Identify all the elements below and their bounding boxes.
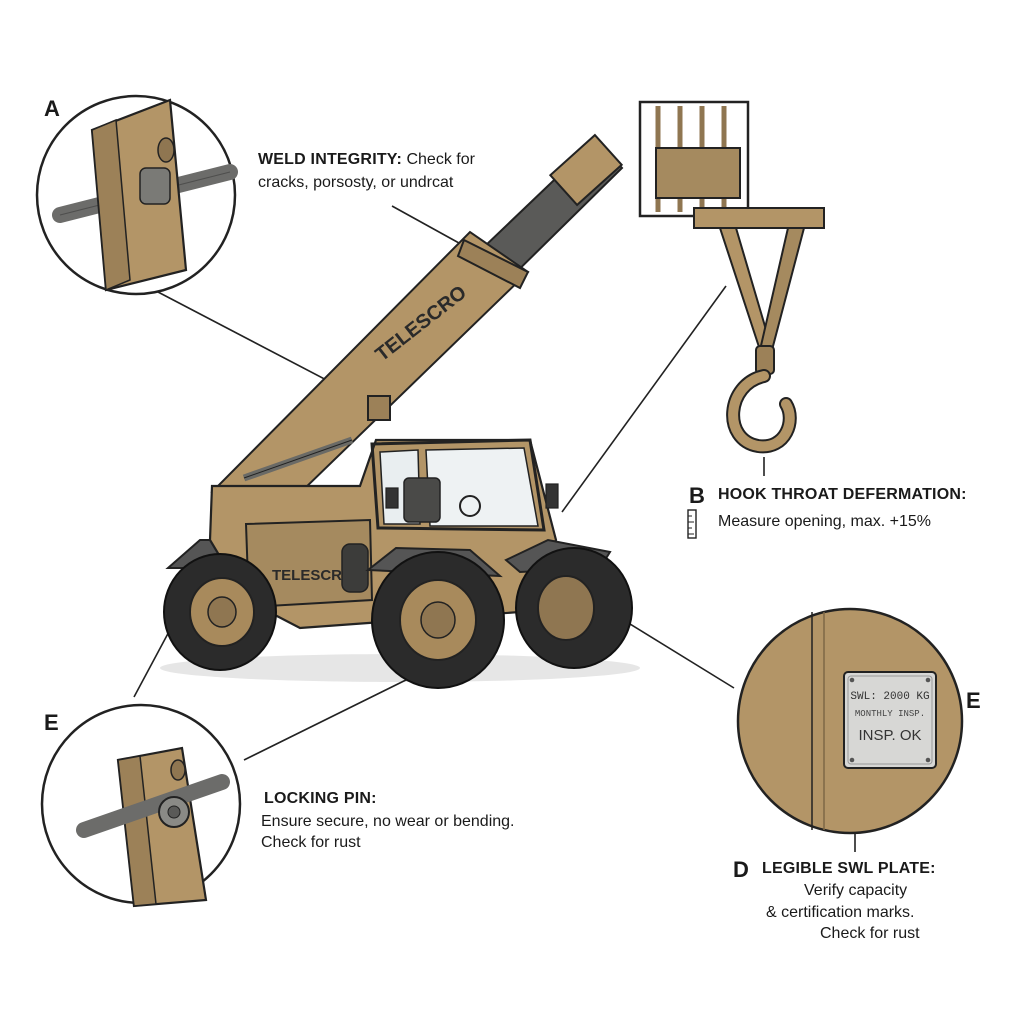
locking-pin-line-2: Check for rust [261, 834, 361, 851]
swl-plate-title: LEGIBLE SWL PLATE: [762, 860, 936, 877]
rear-mirror [385, 487, 399, 509]
wheel-rear-left [163, 553, 277, 671]
jib-right-leg [758, 227, 806, 351]
cab-window-front [425, 447, 539, 527]
leader-line-e-left-2 [243, 675, 415, 761]
fork-carriage [638, 100, 825, 454]
boom-pivot-bracket [367, 395, 391, 421]
jib-beam [693, 207, 825, 229]
callout-letter-e-left: E [44, 710, 59, 735]
callout-letter-d: D [733, 857, 749, 882]
hook-throat-text: Measure opening, max. +15% [718, 513, 932, 530]
inset-a-weld [35, 94, 238, 296]
operator-seat [403, 477, 441, 523]
steering-wheel [459, 495, 481, 517]
weld-text-line-2: cracks, porsosty, or undrcat [258, 174, 454, 191]
engine-vent [341, 543, 369, 593]
wheel-front-right [515, 547, 633, 669]
locking-pin-line-1: Ensure secure, no wear or bending. [261, 813, 515, 830]
inset-e-locking-pin [40, 703, 242, 908]
callout-letter-a: A [44, 96, 60, 121]
wheels [163, 547, 633, 689]
swl-plate-line-c: Check for rust [820, 925, 920, 942]
callout-letter-e-right: E [966, 688, 981, 713]
inset-swl-plate: SWL: 2000 KG MONTHLY INSP. INSP. OK [736, 607, 964, 835]
lift-cylinder-outline [243, 439, 353, 479]
hook-throat-title: HOOK THROAT DEFERMATION: [718, 486, 967, 503]
leader-line-b [561, 285, 727, 513]
swl-plate-line-1: SWL: 2000 KG [850, 691, 929, 703]
swl-plate-line-a: Verify capacity [804, 882, 908, 899]
boom-head-block [548, 133, 624, 207]
swl-plate-line-2: MONTHLY INSP. [855, 709, 925, 719]
carriage-plate [655, 147, 741, 199]
callout-weld-integrity: WELD INTEGRITY: Check for [258, 148, 475, 171]
locking-pin-title: LOCKING PIN: [264, 790, 377, 807]
swl-plate-line-3: INSP. OK [858, 727, 921, 744]
swl-plate [843, 671, 937, 769]
callout-letter-b: B [689, 483, 705, 508]
leader-line-weld [391, 205, 469, 249]
boom-collar [456, 238, 530, 290]
weld-text-inline: Check for [402, 151, 475, 168]
body-brand-label: TELESCRO [272, 567, 354, 584]
ruler-icon [687, 509, 697, 539]
side-mirror [545, 483, 559, 509]
boom: TELESCRO [210, 133, 624, 526]
cab-frame [370, 438, 546, 532]
weld-title: WELD INTEGRITY: [258, 151, 403, 168]
wheel-front-left [371, 551, 505, 689]
leader-line-e-left-1 [133, 625, 173, 698]
swl-plate-line-b: & certification marks. [766, 904, 915, 921]
